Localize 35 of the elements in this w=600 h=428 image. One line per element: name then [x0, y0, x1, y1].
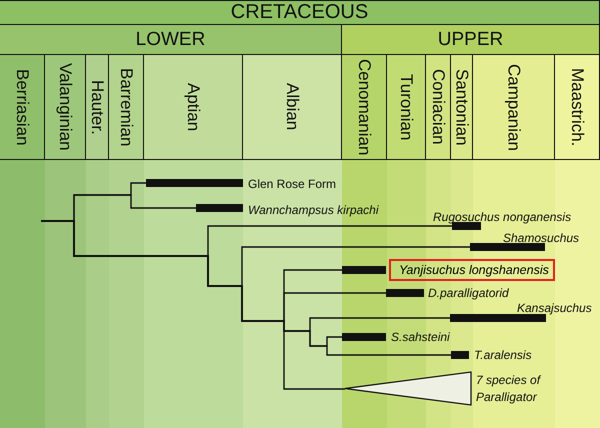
stage-name: Berriasian	[12, 68, 32, 146]
epoch-band: LOWER	[0, 25, 342, 55]
range-bar	[342, 333, 386, 341]
taxon-name: 7 species of Paralligator	[476, 372, 542, 406]
range-bar	[452, 222, 481, 230]
range-bar	[386, 289, 424, 297]
stage-name: Cenomanian	[354, 58, 374, 156]
range-bar	[196, 204, 243, 212]
stage-name: Turonian	[396, 74, 416, 140]
epoch-band: UPPER	[342, 25, 600, 55]
stage-name: Campanian	[504, 64, 524, 150]
taxon-name: T.aralensis	[474, 348, 532, 362]
period-band: CRETACEOUS	[0, 0, 600, 25]
stage-name: Maastrich.	[567, 68, 587, 146]
stage-name: Hauter.	[87, 80, 107, 134]
stage-name: Coniacian	[428, 69, 448, 145]
taxon-name: Rugosuchus nonganensis	[433, 210, 572, 224]
range-bar	[450, 314, 546, 322]
taxon-name: Glen Rose Form	[248, 177, 336, 191]
stage-name: Santonian	[452, 68, 472, 146]
taxon-name: Shamosuchus	[503, 231, 580, 245]
taxon-name: S.sahsteini	[391, 330, 450, 344]
stage-name: Barremian	[116, 68, 136, 146]
stage-name: Valanginian	[55, 63, 75, 151]
stage-name: Albian	[282, 83, 302, 131]
stage-name: Aptian	[183, 82, 203, 132]
taxon-name: Kansajsuchus	[517, 301, 592, 315]
collapsed-clade-triangle	[344, 371, 472, 406]
range-bar	[470, 243, 545, 251]
taxon-name: Wannchampsus kirpachi	[248, 203, 379, 217]
taxon-name: D.paralligatorid	[428, 286, 509, 300]
range-bar	[342, 266, 386, 274]
highlighted-taxon-box: Yanjisuchus longshanensis	[389, 259, 555, 281]
range-bar	[146, 179, 243, 187]
range-bar	[451, 351, 469, 359]
